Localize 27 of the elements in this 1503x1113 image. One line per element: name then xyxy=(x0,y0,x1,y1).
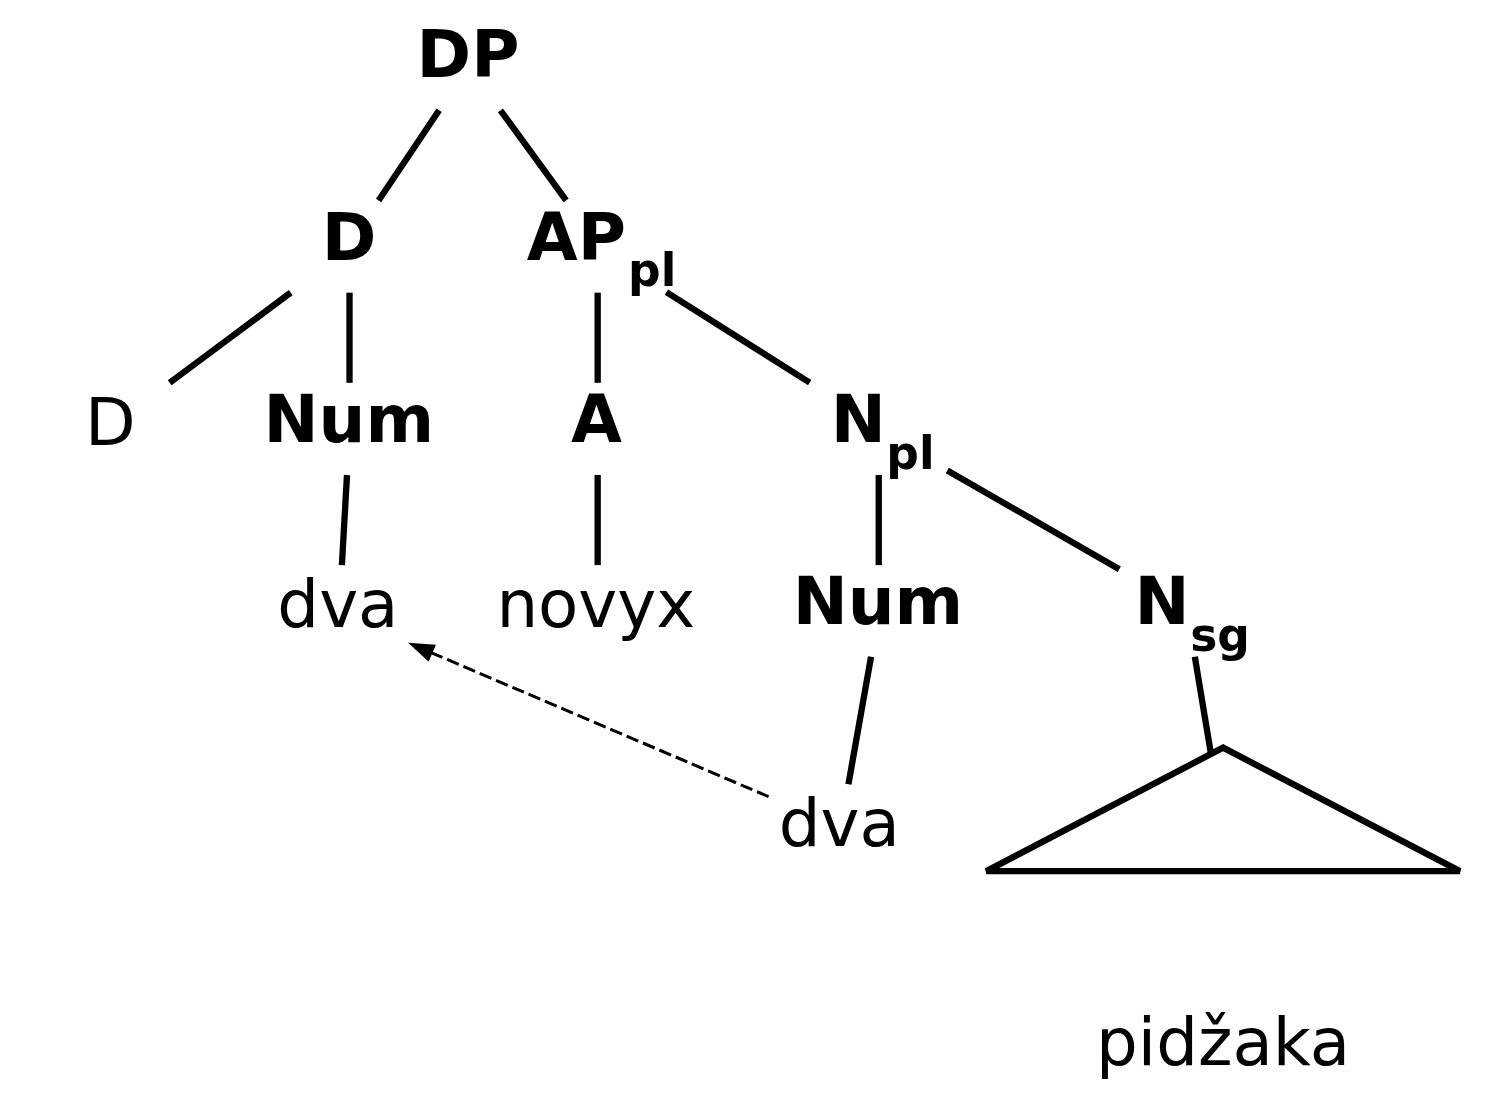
connector xyxy=(594,292,601,383)
node-text: dva xyxy=(778,784,900,862)
node-text: dva xyxy=(277,565,399,643)
connector xyxy=(594,474,601,566)
node-label: pidžaka xyxy=(1096,1003,1351,1081)
node-text: novyx xyxy=(496,565,696,643)
connector xyxy=(375,108,442,203)
node-text: N$_{pl}$ xyxy=(830,381,935,480)
node-text: D xyxy=(321,198,377,276)
connector xyxy=(845,656,875,785)
node-text: Num xyxy=(792,563,964,641)
connector xyxy=(346,292,353,383)
node-triangle xyxy=(983,744,1464,875)
node-text: N$_{sg}$ xyxy=(1134,563,1250,662)
connector xyxy=(664,289,812,386)
connector xyxy=(497,108,569,203)
arrow xyxy=(408,642,770,799)
connector xyxy=(945,467,1121,572)
node-text: D xyxy=(84,383,136,461)
node-text: DP xyxy=(416,16,520,94)
connector xyxy=(167,290,293,386)
node-text: A xyxy=(571,381,623,459)
node-text: Num xyxy=(263,381,434,459)
connector xyxy=(875,474,882,566)
connector xyxy=(338,474,351,566)
connector xyxy=(1191,656,1215,755)
node-text: AP$_{pl}$ xyxy=(526,198,677,298)
